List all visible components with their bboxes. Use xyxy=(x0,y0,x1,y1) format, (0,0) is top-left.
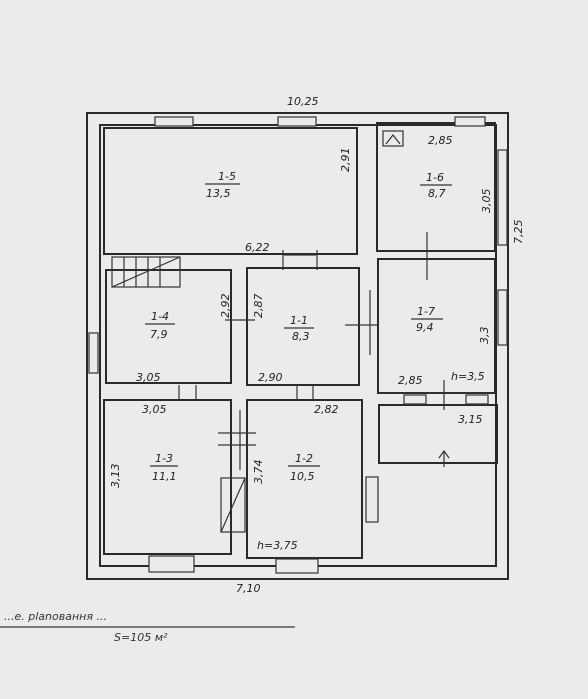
dimensions: 10,25 2,91 2,85 3,05 7,25 6,22 2,92 2,87… xyxy=(109,95,525,595)
room-1-6: 1-6 8,7 xyxy=(420,171,452,200)
dim-r17-bottom: 2,85 xyxy=(398,374,423,387)
dim-outer-right: 7,25 xyxy=(512,220,525,245)
boiler-icon xyxy=(382,130,404,147)
dim-r12-height: h=3,75 xyxy=(257,539,298,552)
outer-walls xyxy=(86,112,509,580)
room-id: 1-4 xyxy=(151,310,169,323)
room-area: 13,5 xyxy=(206,187,231,200)
room-id: 1-1 xyxy=(290,314,308,327)
dim-r12-top: 2,82 xyxy=(314,403,339,416)
room-1-4: 1-4 7,9 xyxy=(145,310,175,341)
room-walls xyxy=(103,122,498,559)
caption-area: S=105 м² xyxy=(114,631,168,644)
dim-porch: 3,15 xyxy=(458,413,483,426)
room-id: 1-2 xyxy=(295,452,313,465)
room-1-7: 1-7 9,4 xyxy=(411,305,443,334)
room-area: 11,1 xyxy=(152,470,177,483)
room-area: 10,5 xyxy=(290,470,315,483)
dim-r16-top: 2,85 xyxy=(428,134,453,147)
dim-r17-right: 3,3 xyxy=(478,327,491,345)
room-1-3: 1-3 11,1 xyxy=(150,452,178,483)
room-id: 1-5 xyxy=(218,170,236,183)
room-1-5: 1-5 13,5 xyxy=(205,170,240,200)
room-area: 7,9 xyxy=(150,328,168,341)
dim-r14-a: 2,92 xyxy=(219,294,232,319)
room-1-2: 1-2 10,5 xyxy=(288,452,320,483)
caption: ...е. planoвання ... S=105 м² xyxy=(0,610,295,644)
dim-r14-b: 2,87 xyxy=(252,294,265,319)
dim-r17-height: h=3,5 xyxy=(451,370,485,383)
windows xyxy=(88,116,508,574)
room-id: 1-3 xyxy=(155,452,173,465)
stove xyxy=(220,477,246,533)
stairs xyxy=(111,256,181,288)
dim-r14-bottom: 3,05 xyxy=(136,371,161,384)
room-id: 1-7 xyxy=(417,305,435,318)
room-area: 8,3 xyxy=(292,330,310,343)
dim-r15-right: 2,91 xyxy=(339,148,352,173)
dim-mid-wall: 6,22 xyxy=(245,241,270,254)
dim-bottom: 7,10 xyxy=(236,582,261,595)
doors xyxy=(178,232,450,470)
room-id: 1-6 xyxy=(426,171,444,184)
caption-line-1: ...е. planoвання ... xyxy=(4,610,107,623)
dim-top: 10,25 xyxy=(287,95,319,108)
room-1-1: 1-1 8,3 xyxy=(284,314,314,343)
dim-r13-top: 3,05 xyxy=(142,403,167,416)
dim-r12-left: 3,74 xyxy=(252,460,265,485)
room-area: 9,4 xyxy=(416,321,434,334)
dim-r13-left: 3,13 xyxy=(109,464,122,489)
dim-r16-right: 3,05 xyxy=(480,189,493,214)
dim-r11-bottom: 2,90 xyxy=(258,371,283,384)
room-area: 8,7 xyxy=(428,187,446,200)
